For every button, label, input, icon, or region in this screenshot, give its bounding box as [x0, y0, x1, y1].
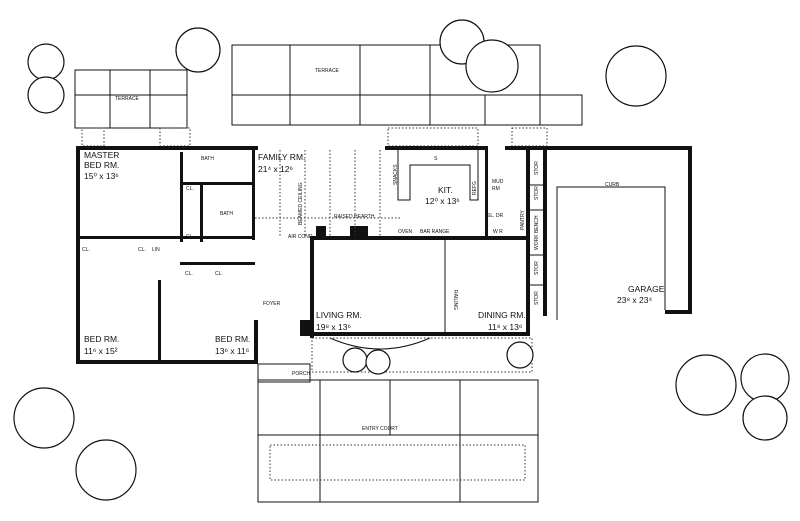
- railing-label: RAILING: [452, 290, 458, 310]
- foyer-label: FOYER: [263, 301, 281, 307]
- kitchen-dims: 12⁰ x 13⁶: [425, 196, 460, 206]
- master-label-2: BED RM.: [84, 160, 119, 170]
- master-label-1: MASTER: [84, 150, 119, 160]
- raised-hearth-label: RAISED HEARTH: [334, 214, 375, 220]
- stor-label: STOR: [534, 261, 540, 275]
- terrace-left-label: TERRACE: [115, 96, 140, 102]
- sl-dr-label: SL. DR: [487, 213, 504, 219]
- family-dims: 21⁴ x 12⁶: [258, 164, 293, 174]
- beamed-ceiling-lines: [255, 150, 400, 236]
- mud-label-2: RM: [492, 186, 500, 192]
- bed1-label: BED RM.: [84, 334, 119, 344]
- terrace-left: TERRACE: [74, 69, 188, 129]
- dining-dims: 11⁸ x 13⁶: [488, 322, 522, 332]
- refg-label: REFG: [472, 181, 478, 195]
- garage-label: GARAGE: [628, 284, 665, 294]
- living-dims: 19⁸ x 13⁶: [316, 322, 351, 332]
- bath1-label: BATH: [201, 156, 214, 162]
- closet-label: CL.: [186, 186, 194, 192]
- entry-court-label: ENTRY COURT: [362, 426, 398, 432]
- wr-label: W R: [493, 229, 503, 235]
- bar-range-label: BAR RANGE: [420, 229, 450, 235]
- stor-label: STOR: [534, 291, 540, 305]
- garage-dims: 23⁸ x 23⁴: [617, 295, 652, 305]
- entry-court: ENTRY COURT: [257, 379, 539, 503]
- curb-label: CURB: [605, 182, 620, 188]
- mud-label-1: MUD: [492, 179, 504, 185]
- living-label: LIVING RM.: [316, 310, 362, 320]
- master-dims: 15⁰ x 13⁶: [84, 171, 119, 181]
- closet-label: CL.: [185, 271, 193, 277]
- pantry-label: PANTRY: [520, 210, 526, 230]
- dining-label: DINING RM.: [478, 310, 526, 320]
- room-labels: MASTER BED RM. 15⁰ x 13⁶ BATH BATH FAMIL…: [84, 150, 665, 377]
- porch-label: PORCH: [292, 371, 310, 377]
- bed2-dims: 13⁶ x 11⁶: [215, 346, 249, 356]
- bath2-label: BATH: [220, 211, 233, 217]
- closet-label: CL.: [215, 271, 223, 277]
- stor-label: STOR: [534, 161, 540, 175]
- work-bench-label: WORK BENCH: [534, 215, 540, 250]
- kitchen-label: KIT.: [438, 185, 453, 195]
- bed2-label: BED RM.: [215, 334, 250, 344]
- snacks-label: SNACKS: [393, 164, 399, 185]
- bed1-dims: 11⁶ x 15²: [84, 346, 118, 356]
- stor-label: STOR: [534, 186, 540, 200]
- closet-label: CL.: [138, 247, 146, 253]
- lin-label: LIN: [152, 247, 160, 253]
- sink-label: S: [434, 156, 438, 162]
- closet-label: CL.: [186, 234, 194, 240]
- air-cond-label: AIR COND.: [288, 234, 314, 240]
- beamed-ceiling-label: BEAMED CEILING: [298, 182, 304, 225]
- terrace-top: TERRACE: [231, 44, 583, 126]
- family-label: FAMILY RM.: [258, 152, 305, 162]
- walls: [76, 146, 692, 364]
- trees: [13, 19, 790, 501]
- terrace-top-label: TERRACE: [315, 68, 340, 74]
- closet-label: CL.: [82, 247, 90, 253]
- oven-label: OVEN: [398, 229, 413, 235]
- fixture-labels: CL. CL. CL. CL. CL. CL. LIN AIR COND. RA…: [82, 156, 620, 310]
